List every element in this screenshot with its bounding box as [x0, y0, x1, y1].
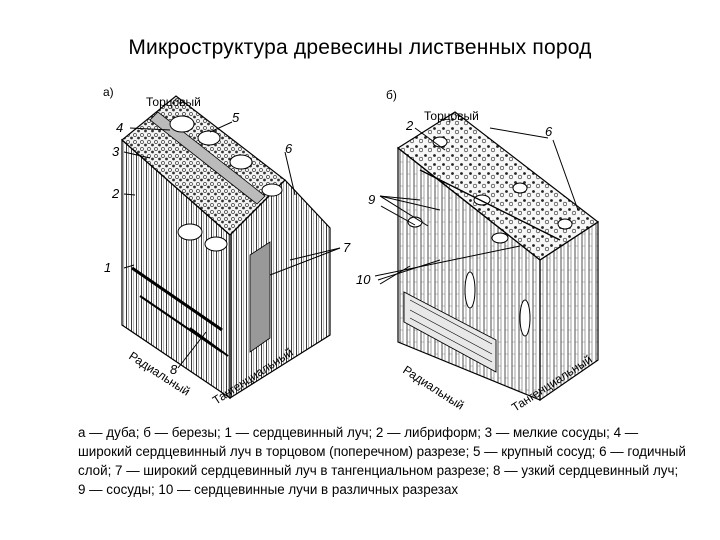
label-6-a: 6 [285, 141, 293, 156]
panel-b-face-top: Торцовый [424, 109, 479, 123]
label-2: 2 [111, 186, 120, 201]
wood-microstructure-diagram: а) Торцовый Радиальный Тангенциальный 1 … [103, 85, 600, 415]
figure-caption: а — дуба; б — березы; 1 — сердцевинный л… [78, 425, 686, 497]
label-2-b: 2 [405, 118, 414, 133]
label-3: 3 [112, 144, 120, 159]
panel-b-letter: б) [386, 88, 397, 102]
slide-title: Микроструктура древесины лиственных поро… [128, 36, 592, 59]
panel-a-letter: а) [103, 85, 114, 99]
label-10: 10 [356, 272, 371, 287]
label-8: 8 [170, 362, 178, 377]
label-6-b: 6 [545, 124, 553, 139]
panel-b-callouts [374, 127, 579, 285]
panel-a-callouts [123, 121, 341, 369]
panel-b-face-left: Радиальный [400, 363, 466, 413]
panel-b-block [396, 111, 600, 402]
label-5: 5 [232, 110, 240, 125]
panel-a-face-top: Торцовый [146, 95, 201, 109]
label-9: 9 [368, 192, 375, 207]
label-1: 1 [104, 260, 111, 275]
panel-a-block [121, 95, 331, 400]
label-7: 7 [343, 240, 351, 255]
label-4: 4 [116, 120, 123, 135]
